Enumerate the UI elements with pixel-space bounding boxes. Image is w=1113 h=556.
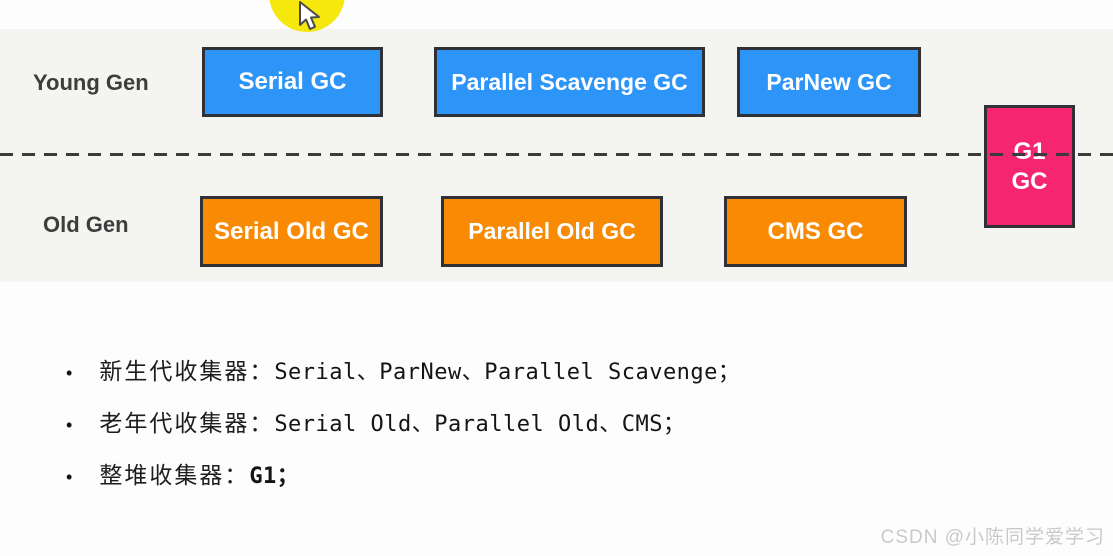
generation-divider-dashed-line <box>0 153 1113 156</box>
list-item: • 老年代收集器： Serial Old、Parallel Old、CMS； <box>66 404 740 437</box>
bullet-value-heap: G1； <box>249 464 300 489</box>
bullet-dot: • <box>66 363 73 383</box>
list-item: • 整堆收集器： G1； <box>66 456 740 489</box>
g1-collector-box: G1 GC <box>984 105 1075 228</box>
young-collector-parnew-gc: ParNew GC <box>737 47 921 117</box>
old-collector-serial-old-gc: Serial Old GC <box>200 196 383 267</box>
notes-list: • 新生代收集器： Serial、ParNew、Parallel Scaveng… <box>66 352 740 508</box>
old-gen-label: Old Gen <box>43 212 129 237</box>
old-collector-cms-gc: CMS GC <box>724 196 907 267</box>
old-collector-parallel-old-gc: Parallel Old GC <box>441 196 663 267</box>
bullet-value-old: Serial Old、Parallel Old、CMS； <box>274 412 686 437</box>
young-gen-label: Young Gen <box>33 70 149 95</box>
bullet-dot: • <box>66 467 73 487</box>
bullet-label-heap: 整堆收集器： <box>99 463 250 488</box>
young-collector-parallel-scavenge-gc: Parallel Scavenge GC <box>434 47 705 117</box>
bullet-label-old: 老年代收集器： <box>99 411 275 436</box>
list-item: • 新生代收集器： Serial、ParNew、Parallel Scaveng… <box>66 352 741 385</box>
bullet-label-young: 新生代收集器： <box>99 359 275 384</box>
bullet-value-young: Serial、ParNew、Parallel Scavenge； <box>274 360 741 385</box>
mouse-cursor-icon <box>299 1 320 30</box>
g1-label-line1: G1 <box>1013 137 1046 165</box>
csdn-watermark: CSDN @小陈同学爱学习 <box>880 527 1105 548</box>
g1-label-line2: GC <box>1011 167 1048 195</box>
bullet-dot: • <box>66 415 73 435</box>
young-collector-serial-gc: Serial GC <box>202 47 383 117</box>
